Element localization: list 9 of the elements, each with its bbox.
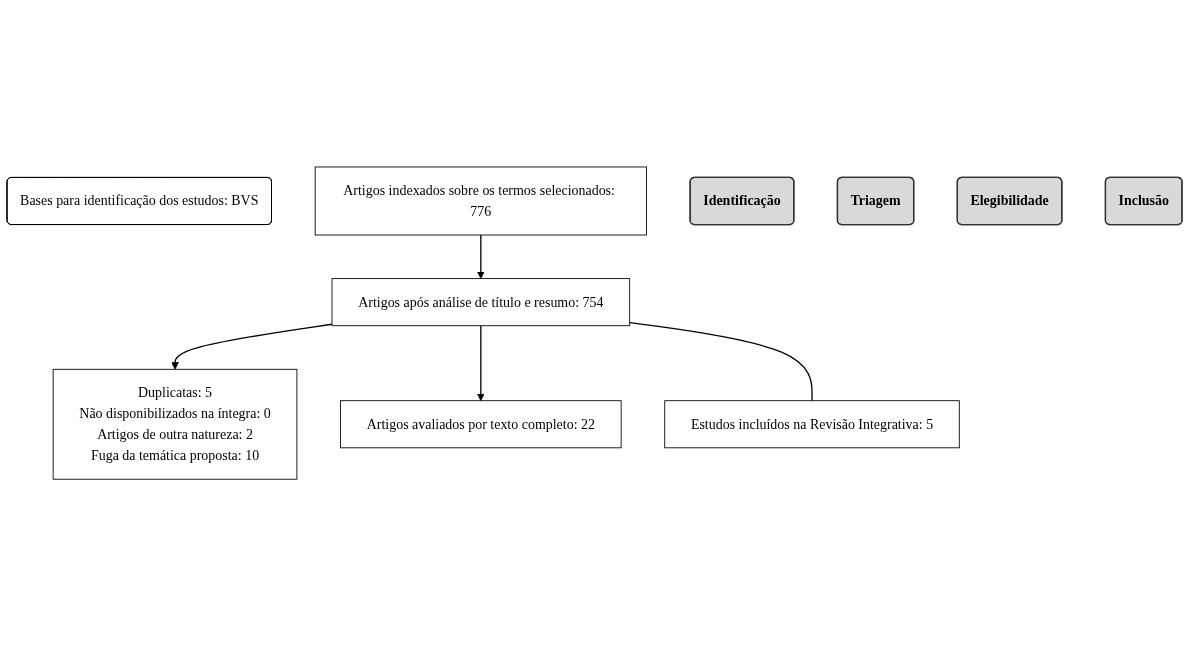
arrow xyxy=(171,324,333,371)
node-box: Artigos após análise de título e resumo: 754 xyxy=(331,278,631,327)
node-box: Artigos avaliados por texto completo: 22 xyxy=(340,400,622,449)
node-box: Artigos indexados sobre os termos selecionados: 776 xyxy=(314,166,647,236)
node-box: Duplicatas: 5 Não disponibilizados na íntegra: 0 Artigos de outra natureza: 2 Fuga da temática proposta: 10 xyxy=(52,369,298,481)
arrow xyxy=(477,325,485,402)
node-box: Estudos incluídos na Revisão Integrativa: 5 xyxy=(664,400,960,449)
arrow xyxy=(477,234,485,280)
connector xyxy=(629,322,813,402)
